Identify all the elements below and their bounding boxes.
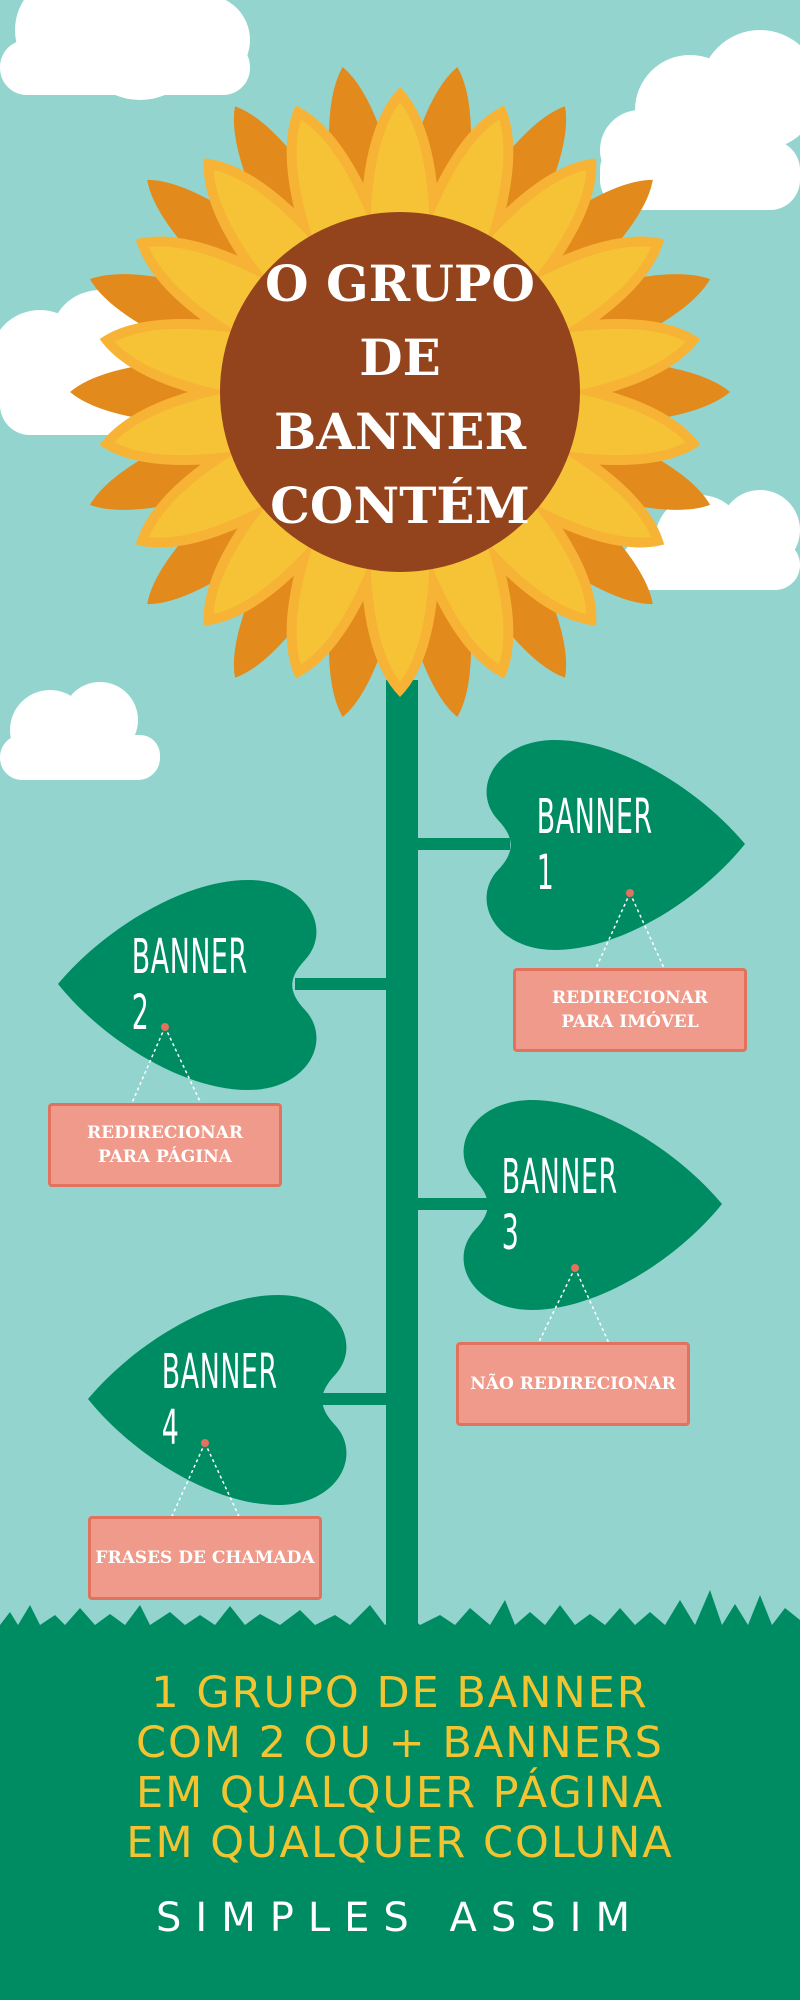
leaf-banner-3 (463, 1100, 722, 1310)
petal (370, 102, 430, 242)
sign-string (167, 1442, 244, 1526)
flower-title-line: DE BANNER (273, 328, 527, 461)
leaf-banner-4 (88, 1295, 347, 1505)
banner-4-label: BANNER 4 (161, 1344, 278, 1456)
cloud (600, 30, 800, 210)
branch (400, 1198, 495, 1210)
banner-4-sign: FRASES DE CHAMADA (88, 1516, 322, 1600)
cloud (620, 490, 800, 590)
leaf-banner-1 (486, 740, 745, 950)
petal (370, 542, 430, 682)
summary-line: COM 2 OU + BANNERS (136, 1718, 664, 1768)
sign-line: FRASES DE CHAMADA (95, 1548, 315, 1568)
banner-2-sign: REDIRECIONAR PARA PÁGINA (48, 1103, 282, 1187)
branch (320, 1393, 395, 1405)
summary-line: 1 GRUPO DE BANNER (151, 1668, 649, 1718)
cloud (0, 682, 160, 780)
leaf-banner-2 (58, 880, 317, 1090)
banner-1-sign: REDIRECIONAR PARA IMÓVEL (513, 968, 747, 1052)
summary-line: EM QUALQUER PÁGINA (135, 1768, 665, 1818)
flower-title-line: CONTÉM (270, 476, 530, 535)
tagline: SIMPLES ASSIM (156, 1895, 644, 1941)
sign-string (534, 1267, 613, 1351)
summary-text: 1 GRUPO DE BANNER COM 2 OU + BANNERS EM … (0, 1668, 800, 1868)
branch (295, 978, 395, 990)
cloud (0, 0, 250, 100)
branch (400, 838, 510, 850)
flower-title: O GRUPO DE BANNER CONTÉM (225, 254, 575, 535)
flower-center (220, 212, 580, 572)
summary-line: EM QUALQUER COLUNA (126, 1818, 674, 1868)
sign-line: PARA IMÓVEL (561, 1012, 699, 1032)
petals-inner (114, 102, 686, 682)
sign-line: NÃO REDIRECIONAR (470, 1374, 676, 1394)
sign-line: PARA PÁGINA (98, 1147, 232, 1167)
banner-3-sign: NÃO REDIRECIONAR (456, 1342, 690, 1426)
banner-3-label: BANNER 3 (501, 1149, 618, 1261)
grass (0, 1590, 800, 2000)
sign-string (127, 1026, 206, 1113)
sign-line: REDIRECIONAR (86, 1123, 243, 1143)
sign-line: REDIRECIONAR (551, 988, 708, 1008)
banner-2-label: BANNER 2 (131, 929, 248, 1041)
banner-1-label: BANNER 1 (536, 789, 653, 901)
flower-title-line: O GRUPO (265, 254, 535, 313)
stem (386, 680, 418, 1640)
